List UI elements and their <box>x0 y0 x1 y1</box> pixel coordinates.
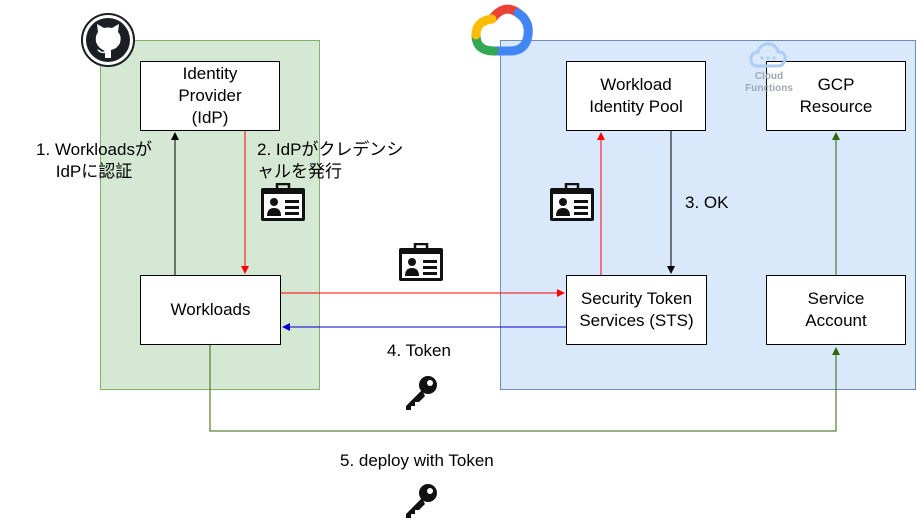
id-card-icon <box>550 183 594 221</box>
step5-label: 5. deploy with Token <box>340 451 494 470</box>
step2-label: 2. IdPがクレデンシ ャルを発行 <box>257 140 404 181</box>
step3-label: 3. OK <box>685 193 729 212</box>
identity-provider-box: Identity Provider (IdP) <box>140 61 280 131</box>
security-token-services-box: Security Token Services (STS) <box>566 275 707 345</box>
service-account-box: Service Account <box>766 275 906 345</box>
workload-identity-pool-box: Workload Identity Pool <box>566 61 706 131</box>
key-icon <box>406 484 437 518</box>
id-card-icon <box>261 183 305 221</box>
cloud-functions-label: Cloud Functions <box>745 71 793 94</box>
step1-label: 1. Workloadsが IdPに認証 <box>36 140 152 181</box>
github-logo-icon <box>81 13 135 67</box>
cloud-functions-icon <box>749 42 787 68</box>
gcp-resource-box: GCP Resource <box>766 61 906 131</box>
arrow-deploy-to-sa <box>209 345 840 432</box>
workloads-box: Workloads <box>140 275 281 345</box>
step4-label: 4. Token <box>387 341 451 360</box>
key-icon <box>406 376 437 410</box>
id-card-icon <box>399 243 443 281</box>
google-cloud-logo-icon <box>471 4 533 56</box>
